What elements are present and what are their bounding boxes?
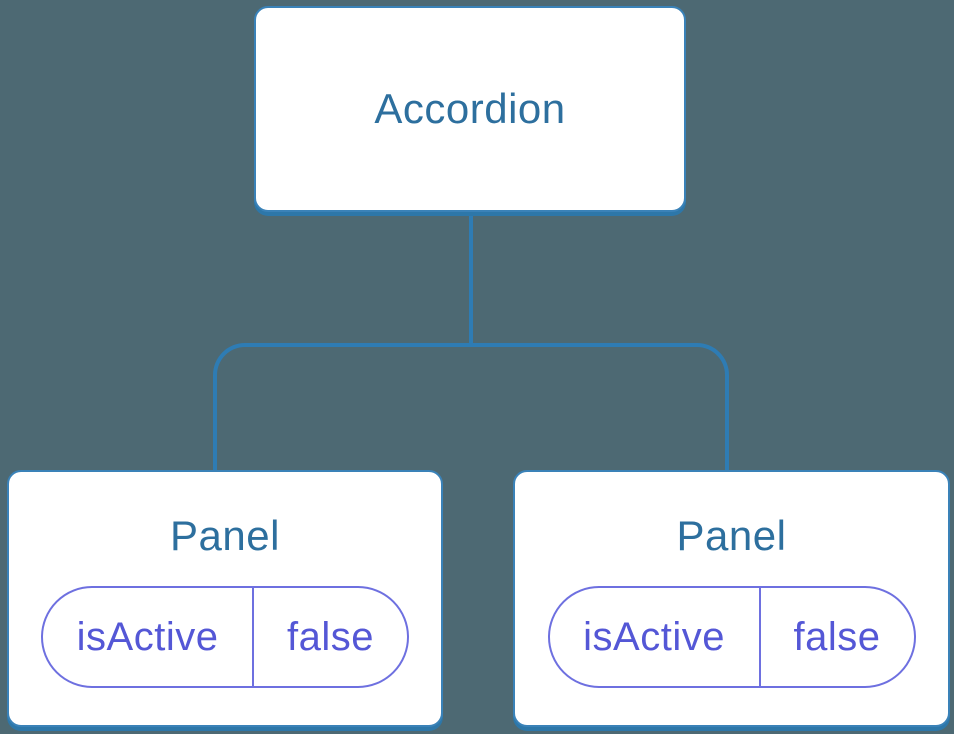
node-panel-1: Panel isActive false: [7, 470, 443, 727]
state-key-1: isActive: [43, 588, 255, 687]
node-panel-2: Panel isActive false: [513, 470, 950, 727]
tree-connector-branch: [213, 343, 729, 471]
tree-connector-stem: [469, 212, 473, 345]
node-panel-2-label: Panel: [676, 512, 787, 559]
state-value-2: false: [793, 614, 881, 659]
node-accordion: Accordion: [254, 6, 686, 212]
state-key-2: isActive: [550, 588, 761, 687]
state-pill-1: isActive false: [41, 586, 409, 689]
node-panel-1-label: Panel: [170, 512, 280, 559]
state-value-1: false: [287, 614, 375, 659]
state-pill-2: isActive false: [547, 586, 916, 689]
node-accordion-label: Accordion: [374, 85, 566, 132]
